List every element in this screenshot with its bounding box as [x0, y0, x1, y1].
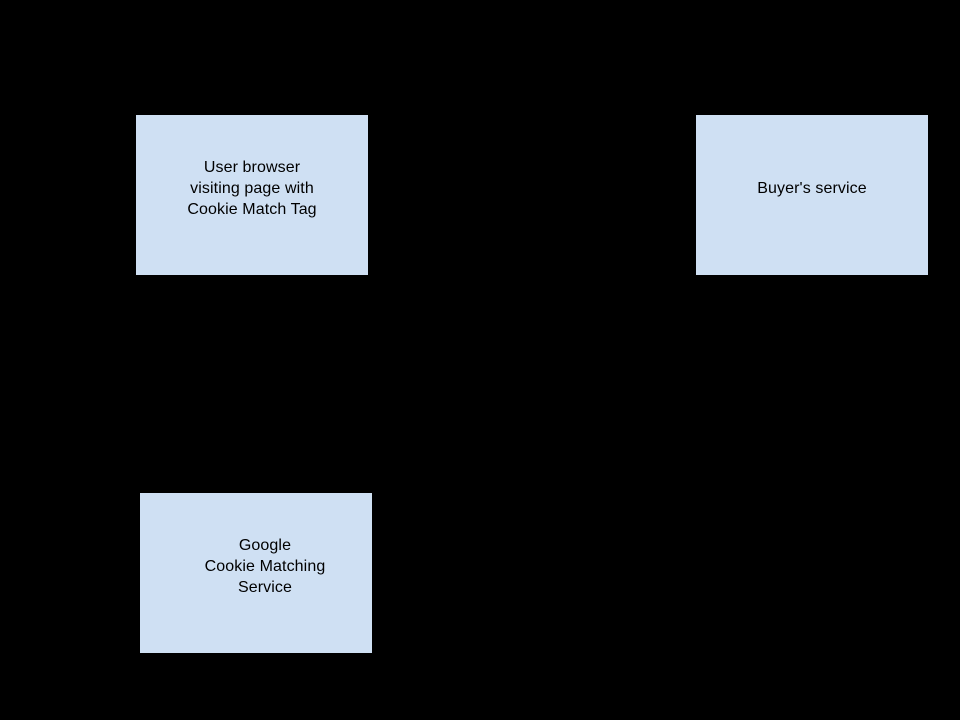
node-buyers-service-label: Buyer's service: [757, 179, 867, 197]
node-buyers-service[interactable]: Buyer's service: [696, 115, 928, 275]
node-user-browser-label: User browser visiting page with Cookie M…: [187, 158, 317, 218]
node-user-browser-inner: User browser visiting page with Cookie M…: [187, 157, 316, 220]
node-buyers-service-inner: Buyer's service: [757, 178, 866, 199]
node-google-cookie-matching-service[interactable]: Google Cookie Matching Service: [140, 493, 372, 653]
node-google-cookie-matching-service-label: Google Cookie Matching Service: [204, 536, 326, 596]
node-user-browser[interactable]: User browser visiting page with Cookie M…: [136, 115, 368, 275]
node-google-cookie-matching-service-inner: Google Cookie Matching Service: [205, 535, 326, 598]
